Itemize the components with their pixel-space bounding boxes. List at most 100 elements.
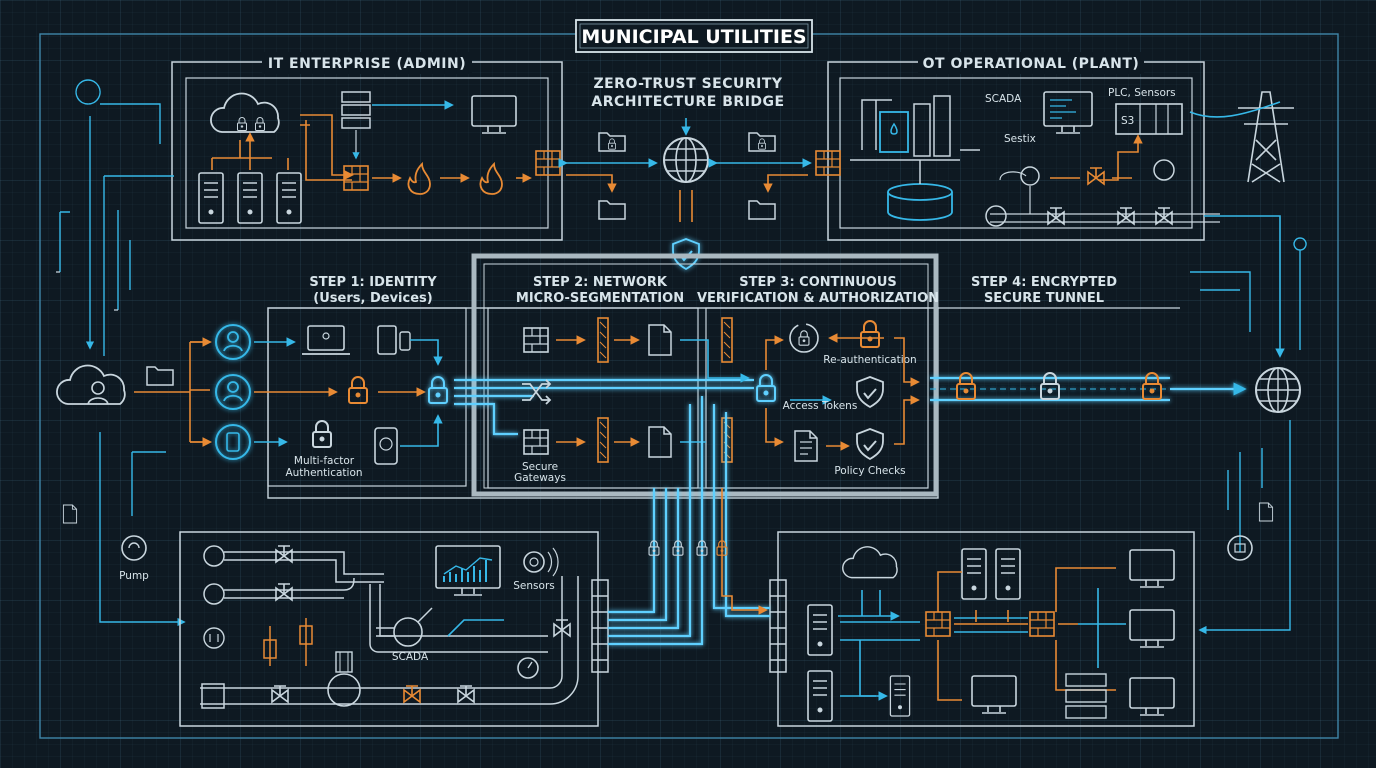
it-server-icon — [198, 172, 224, 224]
sensors-caption: Sensors — [513, 580, 554, 592]
verify-lock-icon — [756, 374, 776, 402]
tokens-caption: Access Tokens — [783, 400, 858, 412]
pump-caption: Pump — [119, 570, 149, 582]
ot-section-label: OT OPERATIONAL (PLANT) — [923, 56, 1140, 72]
server-icon — [889, 675, 911, 717]
scada-pump-icon — [376, 607, 433, 647]
mfa-caption-line2: Authentication — [285, 467, 362, 479]
pipe-gauge-icon — [203, 583, 225, 605]
it-server-icon — [276, 172, 302, 224]
folder-icon — [748, 200, 776, 220]
segment-firewall-icon — [523, 327, 549, 353]
reauth-caption: Re-authentication — [823, 354, 916, 366]
bridge-title-line1: ZERO-TRUST SECURITY — [593, 76, 782, 92]
pump-icon — [985, 205, 1007, 227]
segment-barrier — [597, 317, 609, 363]
plc-code-label: S3 — [1121, 115, 1134, 127]
firewall-icon — [1029, 611, 1055, 637]
tablet-icon — [377, 325, 411, 355]
fuse-icon — [299, 625, 313, 645]
diagram-title: MUNICIPAL UTILITIES — [581, 26, 806, 48]
pipe-gauge-icon — [203, 545, 225, 567]
it-server-icon — [237, 172, 263, 224]
it-firewall-icon — [343, 165, 369, 191]
step1-subtitle: (Users, Devices) — [313, 291, 432, 306]
it-rack-server-icon — [341, 91, 371, 129]
chart-monitor-icon — [435, 545, 501, 596]
flame-icon — [407, 161, 431, 195]
policy-document-icon — [794, 430, 818, 462]
gateway-icon — [523, 429, 549, 455]
it-monitor-icon — [471, 95, 517, 134]
user-identity-icon — [215, 374, 251, 410]
remote-user-cloud-icon — [56, 364, 126, 405]
step1-title: STEP 1: IDENTITY — [309, 275, 437, 290]
gauge-icon — [517, 657, 539, 679]
shuffle-icon — [522, 379, 552, 405]
motor-icon — [327, 651, 361, 707]
device-identity-icon — [215, 424, 251, 460]
title-box — [575, 19, 813, 53]
gateways-caption-line1: Secure — [522, 461, 558, 473]
plc-rack-icon — [1115, 103, 1183, 135]
phone-icon — [374, 427, 398, 465]
laptop-icon — [302, 325, 350, 355]
firewall-icon — [925, 611, 951, 637]
ot-scada-label: SCADA — [985, 93, 1022, 105]
reauth-icon — [789, 323, 819, 353]
sensor-gauge-icon — [1153, 159, 1175, 181]
server-icon — [995, 548, 1021, 600]
fuse-icon — [263, 639, 277, 659]
valve-icon — [1087, 167, 1105, 185]
server-icon — [961, 548, 987, 600]
server-icon — [807, 604, 833, 656]
enterprise-network-panel — [777, 531, 1195, 727]
step4-title: STEP 4: ENCRYPTED — [971, 275, 1117, 290]
document-icon — [648, 426, 672, 458]
reauth-lock-icon — [860, 320, 880, 348]
step4-subtitle: SECURE TUNNEL — [984, 291, 1104, 306]
document-icon — [648, 324, 672, 356]
segment-barrier — [721, 317, 733, 363]
step3-panel — [705, 307, 929, 489]
step2-panel — [487, 307, 699, 489]
policy-caption: Policy Checks — [834, 465, 905, 477]
policy-shield-icon — [856, 428, 884, 460]
token-shield-icon — [856, 376, 884, 408]
folder-icon — [748, 132, 776, 152]
step2-subtitle: MICRO-SEGMENTATION — [516, 291, 684, 306]
step3-title: STEP 3: CONTINUOUS — [739, 275, 897, 290]
terminal-icon — [1227, 535, 1253, 561]
ot-sestix-label: Sestix — [1004, 133, 1036, 145]
step3-subtitle: VERIFICATION & AUTHORIZATION — [697, 291, 939, 306]
monitor-icon — [1129, 609, 1175, 648]
control-icon — [203, 627, 225, 649]
lock-icon — [428, 376, 448, 404]
zero-trust-core-frame — [471, 253, 939, 497]
scada-bottom-caption: SCADA — [392, 651, 429, 663]
document-icon — [1258, 502, 1274, 522]
rack-server-icon — [1065, 673, 1107, 719]
ot-plc-label: PLC, Sensors — [1108, 87, 1176, 99]
bridge-title-line2: ARCHITECTURE BRIDGE — [591, 94, 784, 110]
it-section-label: IT ENTERPRISE (ADMIN) — [268, 56, 466, 72]
monitor-icon — [1129, 549, 1175, 588]
mfa-lock-icon — [312, 420, 332, 448]
gateways-caption-line2: Gateways — [514, 472, 566, 484]
user-identity-icon — [215, 324, 251, 360]
monitor-icon — [971, 675, 1017, 714]
internet-globe-icon — [1255, 367, 1301, 413]
tank-icon — [850, 95, 980, 221]
segment-barrier — [597, 417, 609, 463]
server-icon — [807, 670, 833, 722]
it-cloud-icon — [210, 92, 280, 133]
monitor-icon — [1129, 677, 1175, 716]
sensor-icon — [523, 547, 559, 577]
cloud-icon — [842, 546, 898, 579]
bridge-globe-icon — [663, 137, 709, 183]
folder-icon — [598, 200, 626, 220]
mfa-caption-line1: Multi-factor — [294, 455, 355, 467]
folder-icon — [598, 132, 626, 152]
